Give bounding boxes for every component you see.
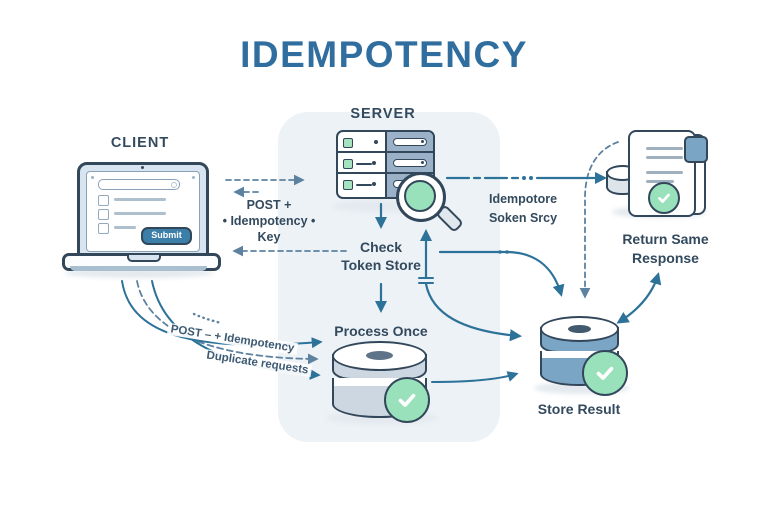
return-same-response-label: Return Same Response	[622, 231, 709, 266]
form-input-field	[98, 179, 180, 190]
check-token-store-label: Check Token Store	[341, 239, 421, 273]
wire-dot-icon	[374, 140, 378, 144]
arrow-response-to-store-dashed	[579, 141, 619, 299]
db-tier-gap	[332, 378, 427, 386]
form-text-line	[114, 212, 166, 215]
wire-dot-icon	[372, 182, 376, 186]
wire-icon	[356, 183, 372, 186]
db-hole	[568, 325, 591, 333]
slider-icon	[393, 138, 427, 146]
arrow-retry-curve	[136, 280, 319, 365]
post-key-label: POST + • Idempotency • Key	[222, 198, 316, 244]
arrow-process-to-store	[431, 371, 519, 383]
arrow-check-to-store-curve	[424, 282, 523, 342]
laptop-shadow	[64, 268, 214, 278]
wire-icon	[356, 162, 372, 165]
db-top	[540, 316, 619, 342]
check-mark	[596, 366, 614, 380]
server-unit-panel	[385, 132, 433, 155]
screen-dot	[192, 176, 195, 179]
arrow-store-response-twoway	[616, 272, 662, 324]
laptop-base-edge	[70, 266, 207, 271]
screen-dot	[91, 176, 94, 179]
submit-button: Submit	[141, 227, 192, 245]
check-mark	[658, 193, 670, 203]
process-check-icon	[384, 377, 430, 423]
form-text-line	[114, 198, 166, 201]
doc-text-line	[646, 180, 674, 183]
arrow-right-to-store	[438, 250, 565, 297]
dot	[522, 176, 526, 180]
bookmark-icon	[684, 136, 708, 163]
client-label: CLIENT	[110, 135, 170, 151]
checkbox-icon	[98, 209, 109, 220]
webcam-dot-icon	[141, 166, 144, 169]
laptop-form: Submit	[86, 171, 200, 252]
dot	[498, 250, 502, 254]
store-check-icon	[582, 350, 628, 396]
wire-dot-icon	[372, 161, 376, 165]
status-led-icon	[343, 180, 353, 190]
store-result-label: Store Result	[537, 401, 621, 417]
dot	[529, 176, 533, 180]
page-title: IDEMPOTENCY	[240, 34, 528, 75]
status-led-icon	[343, 159, 353, 169]
check-mark	[398, 393, 416, 407]
magnifier-icon	[396, 172, 446, 222]
checkbox-icon	[98, 195, 109, 206]
form-text-line	[114, 226, 136, 229]
db-hole	[366, 351, 393, 360]
status-led-icon	[343, 138, 353, 148]
laptop-notch	[126, 255, 161, 262]
doc-text-line	[646, 171, 683, 174]
input-end-icon	[171, 181, 177, 188]
doc-text-line	[646, 147, 683, 150]
server-unit-panel	[385, 153, 433, 176]
token-note-label: Idempotore Soken Srcy	[488, 192, 558, 225]
laptop-screen: Submit	[77, 162, 209, 260]
dotted-trail	[192, 312, 223, 325]
db-top	[332, 341, 427, 371]
server-label: SERVER	[350, 106, 416, 122]
doc-text-line	[646, 156, 683, 159]
checkbox-icon	[98, 223, 109, 234]
process-once-label: Process Once	[334, 323, 428, 339]
slider-icon	[393, 159, 427, 167]
dot	[505, 250, 509, 254]
line-break-ticks	[418, 277, 434, 284]
magnifier-lens	[404, 180, 436, 212]
doc-check-icon	[648, 182, 680, 214]
